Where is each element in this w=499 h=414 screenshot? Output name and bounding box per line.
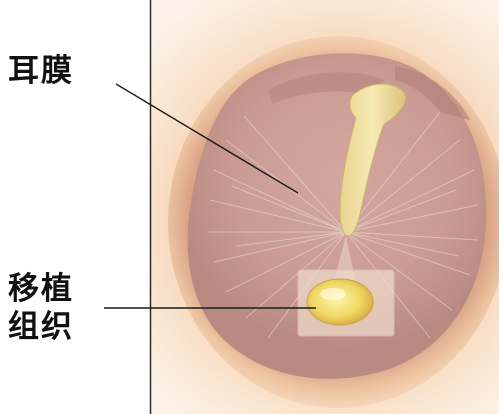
graft-tissue [307,279,373,325]
eardrum-label: 耳膜 [8,52,74,90]
graft-tissue-label: 移植 组织 [8,270,74,346]
graft-label-line-1: 移植 [8,270,74,308]
graft-highlight [320,288,346,300]
graft-label-line-2: 组织 [8,308,74,346]
